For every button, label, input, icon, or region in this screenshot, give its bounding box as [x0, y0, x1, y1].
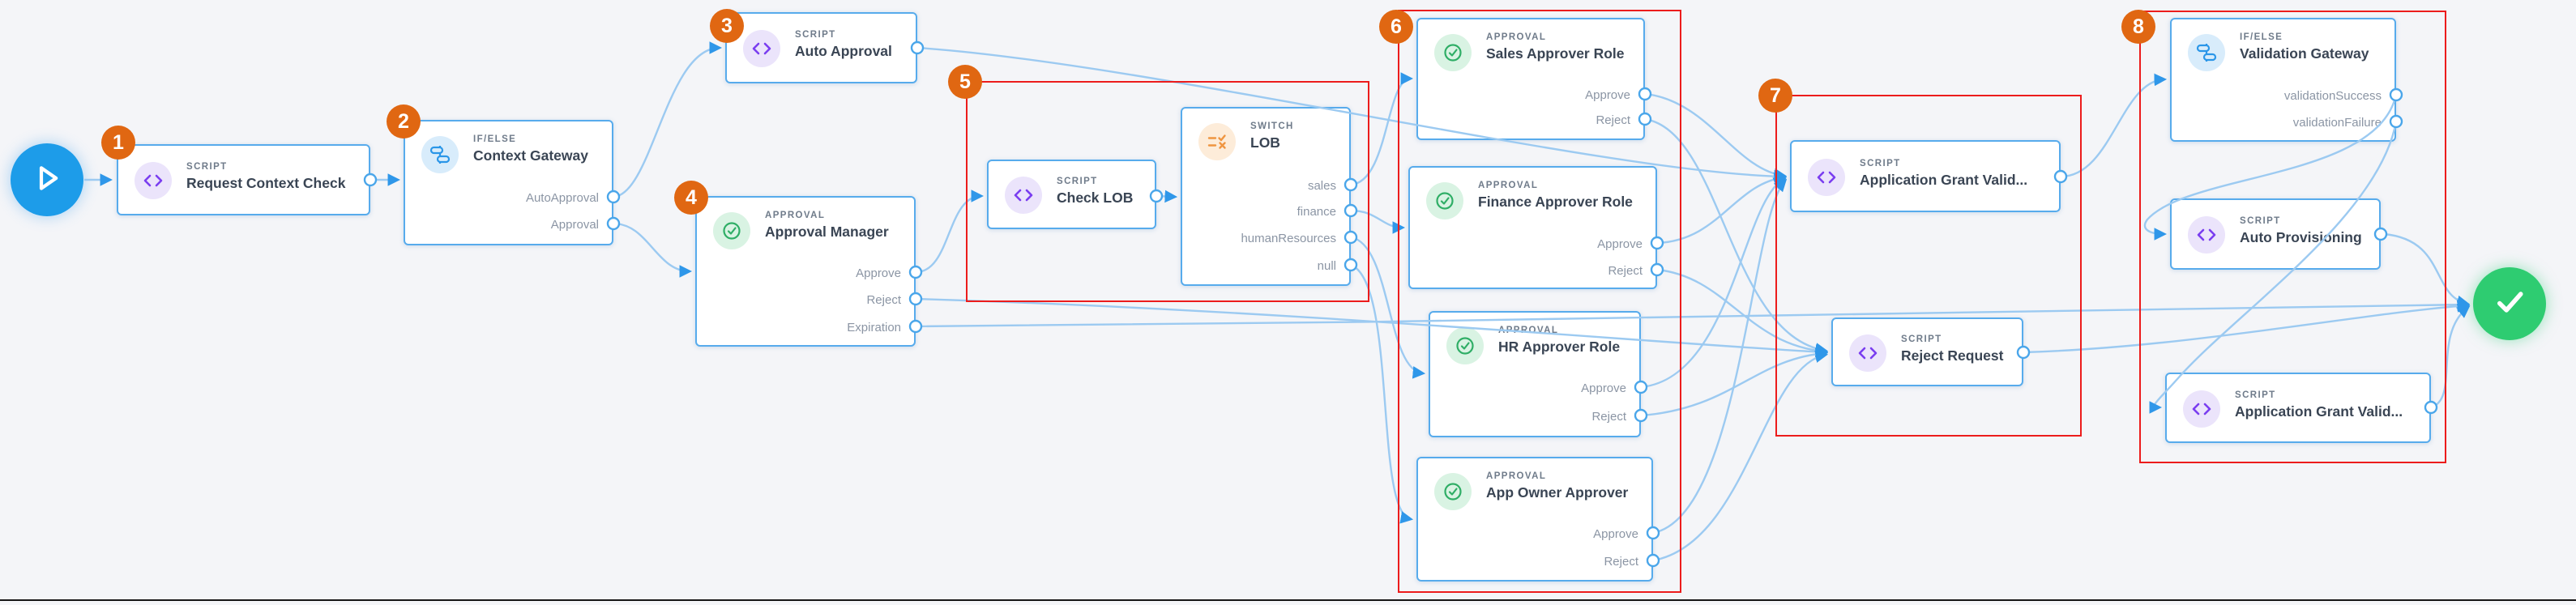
badge-number: 2 — [398, 109, 409, 133]
node-type-label: SCRIPT — [1057, 177, 1098, 186]
port-label-finance: finance — [1297, 205, 1336, 219]
node-type-label: APPROVAL — [1478, 181, 1539, 190]
port-label-Approval: Approval — [550, 218, 599, 232]
node-type-label: SCRIPT — [1901, 334, 1942, 344]
code-icon — [1849, 334, 1886, 372]
badge-number: 7 — [1770, 83, 1781, 107]
node-type-label: APPROVAL — [1486, 32, 1547, 42]
port-label-Approve: Approve — [1593, 527, 1638, 541]
node-title: Check LOB — [1057, 190, 1134, 206]
badge-number: 5 — [959, 70, 971, 93]
node-type-label: SCRIPT — [186, 162, 228, 172]
check-circle-icon — [713, 212, 750, 249]
node-header: APPROVAL App Owner Approver — [1486, 471, 1628, 501]
node-application-grant-validation[interactable]: SCRIPT Application Grant Valid... — [1790, 140, 2061, 212]
node-type-label: SCRIPT — [795, 30, 836, 40]
branch-icon — [421, 136, 459, 173]
node-title: Approval Manager — [765, 224, 889, 240]
play-icon — [30, 161, 64, 199]
node-title: Validation Gateway — [2240, 45, 2369, 62]
annotation-group-8 — [2139, 11, 2446, 463]
node-header: SCRIPT Auto Approval — [795, 30, 892, 60]
badge-number: 4 — [686, 185, 697, 209]
connection-approval-manager.Reject--reject-request — [915, 297, 1829, 359]
connection-context-gateway.AutoApproval--auto-approval — [613, 41, 723, 198]
badge-number: 1 — [113, 130, 124, 154]
port-label-AutoApproval: AutoApproval — [525, 191, 599, 205]
badge-number: 8 — [2133, 15, 2144, 38]
annotation-badge-2: 2 — [387, 104, 421, 138]
code-icon — [1005, 177, 1042, 214]
node-title: Finance Approver Role — [1478, 194, 1633, 210]
node-title: Request Context Check — [186, 175, 346, 191]
node-header: SCRIPT Request Context Check — [186, 162, 345, 192]
annotation-badge-6: 6 — [1379, 10, 1413, 44]
check-circle-icon — [1426, 182, 1463, 219]
node-reject-request[interactable]: SCRIPT Reject Request — [1831, 317, 2023, 386]
node-title: Application Grant Valid... — [1860, 171, 2028, 188]
node-header: IF/ELSE Validation Gateway — [2240, 32, 2369, 62]
code-icon — [135, 162, 172, 199]
code-icon — [743, 30, 780, 67]
port-label-Approve: Approve — [1581, 381, 1626, 395]
annotation-badge-4: 4 — [674, 181, 708, 215]
connection-context-gateway.Approval--approval-manager — [613, 222, 693, 278]
port-label-sales: sales — [1307, 179, 1336, 193]
node-title: Context Gateway — [473, 147, 588, 164]
node-auto-approval[interactable]: SCRIPT Auto Approval — [725, 12, 917, 83]
port-label-Reject: Reject — [866, 293, 901, 307]
check-circle-icon — [1434, 473, 1472, 510]
check-icon — [2491, 283, 2528, 325]
port-label-Approve: Approve — [1597, 237, 1643, 251]
port-label-Expiration: Expiration — [847, 321, 901, 334]
node-header: SCRIPT Application Grant Valid... — [1860, 159, 2027, 189]
node-request-context-check[interactable]: SCRIPT Request Context Check — [117, 144, 370, 215]
node-header: SCRIPT Reject Request — [1901, 334, 2003, 364]
port-label-Reject: Reject — [1608, 264, 1643, 278]
port-label-null: null — [1317, 259, 1336, 273]
annotation-badge-3: 3 — [710, 9, 744, 43]
node-type-label: APPROVAL — [765, 211, 826, 220]
port-label-Reject: Reject — [1591, 410, 1626, 424]
annotation-badge-8: 8 — [2121, 10, 2155, 44]
start-node[interactable] — [11, 143, 83, 216]
node-type-label: IF/ELSE — [2240, 32, 2283, 42]
annotation-group-6 — [1398, 10, 1681, 593]
end-node[interactable] — [2473, 267, 2546, 340]
annotation-badge-1: 1 — [101, 126, 135, 160]
node-header: SCRIPT Check LOB — [1057, 177, 1133, 207]
node-title: App Owner Approver — [1486, 484, 1629, 501]
node-header: APPROVAL Finance Approver Role — [1478, 181, 1633, 211]
annotation-group-5 — [966, 81, 1369, 302]
port-label-Approve: Approve — [856, 266, 901, 280]
annotation-badge-5: 5 — [948, 65, 982, 99]
canvas-bottom-edge — [0, 599, 2576, 601]
badge-number: 6 — [1391, 15, 1402, 38]
node-type-label: IF/ELSE — [473, 134, 517, 144]
port-label-humanResources: humanResources — [1241, 232, 1336, 245]
port-label-Reject: Reject — [1604, 555, 1638, 569]
node-title: Reject Request — [1901, 347, 2004, 364]
annotation-group-7 — [1775, 95, 2082, 437]
node-type-label: SCRIPT — [1860, 158, 1901, 168]
annotation-badge-7: 7 — [1758, 79, 1792, 113]
node-header: IF/ELSE Context Gateway — [473, 134, 588, 164]
node-title: Auto Approval — [795, 43, 892, 59]
node-header: APPROVAL Approval Manager — [765, 211, 889, 241]
node-type-label: APPROVAL — [1486, 471, 1547, 481]
badge-number: 3 — [721, 14, 733, 37]
branch-icon — [2188, 34, 2225, 71]
